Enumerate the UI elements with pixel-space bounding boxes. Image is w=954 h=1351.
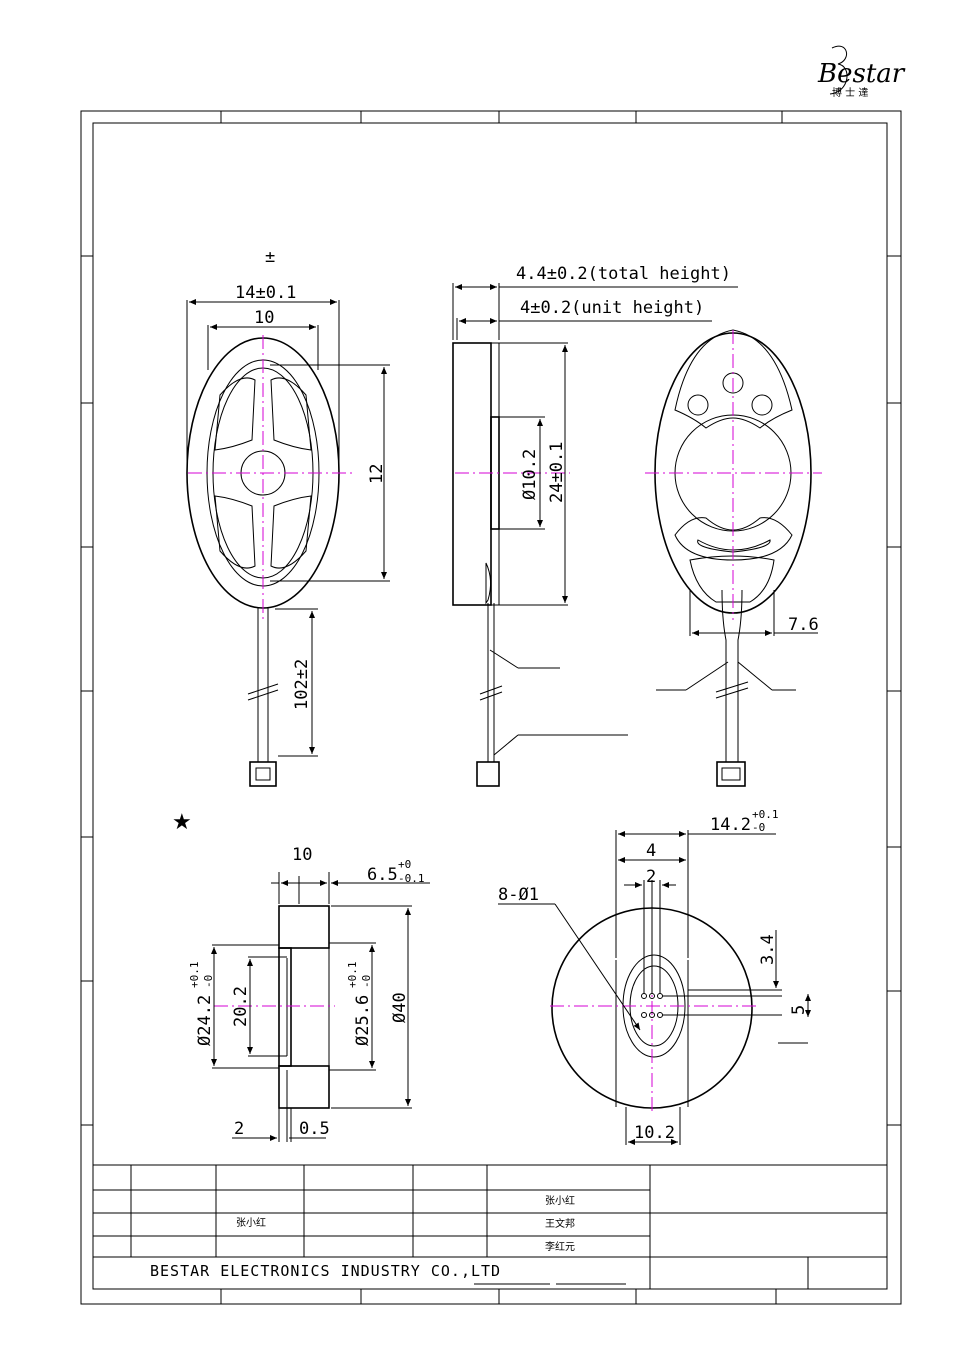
magnet-dia-dim: Ø10.2 (520, 449, 540, 500)
title-name-3: 李红元 (545, 1240, 575, 1253)
unit-height-dim: 4±0.2(unit height) (520, 298, 704, 318)
top-view: ± 14±0.1 10 12 102±2 (186, 247, 390, 787)
right-dia-tol-minus: -0 (360, 975, 373, 988)
outer-dia-dim: Ø40 (390, 992, 410, 1023)
depth-base: 6.5 (367, 865, 398, 885)
pcb-width-tol-plus: +0.1 (752, 808, 779, 821)
lead-length-dim: 102±2 (292, 659, 312, 710)
left-dia-tol-minus: -0 (202, 975, 215, 988)
bottom-width-dim: 10.2 (634, 1123, 675, 1143)
bestar-logo: Bestar 博 士 達 (817, 45, 906, 99)
left-dia-tol-plus: +0.1 (188, 962, 201, 989)
left-dia-base: Ø24.2 (195, 995, 215, 1046)
height-inner-dim: 12 (367, 464, 387, 484)
company-name: BESTAR ELECTRONICS INDUSTRY CO.,LTD (150, 1262, 501, 1280)
plus-minus-note: ± (265, 247, 275, 267)
mount-section-view: 10 6.5 +0 -0.1 Ø40 Ø24.2 +0.1 -0 20.2 Ø2… (188, 845, 430, 1142)
right-dia-tol-plus: +0.1 (346, 962, 359, 989)
pad-span-dim: 4 (646, 841, 656, 861)
pcb-width-base: 14.2 (710, 815, 751, 835)
logo-brand: Bestar (817, 59, 906, 89)
back-view: 7.6 (645, 329, 822, 787)
wall-dim: 0.5 (299, 1119, 330, 1139)
vert-pitch-dim: 5 (789, 1005, 809, 1015)
title-block: 张小红 王文邦 李红元 张小红 BESTAR ELECTRONICS INDUS… (92, 1164, 888, 1290)
width-inner-dim: 10 (254, 308, 274, 328)
vert-offset-dim: 3.4 (758, 934, 778, 965)
total-height-dim: 4.4±0.2(total height) (516, 264, 731, 284)
pad-pitch-dim: 2 (646, 867, 656, 887)
pcb-width-tol-minus: -0 (752, 821, 765, 834)
width-total-dim: 14±0.1 (235, 283, 296, 303)
terminal-width-dim: 7.6 (788, 615, 819, 635)
title-name-1: 张小红 (545, 1194, 575, 1207)
pcb-view: 14.2 +0.1 -0 4 2 8-Ø1 3.4 5 10.2 (498, 808, 811, 1145)
side-view: 4.4±0.2(total height) 4±0.2(unit height)… (452, 264, 738, 787)
depth-tol-minus: -0.1 (398, 872, 425, 885)
bore-dim: 20.2 (231, 986, 251, 1027)
mount-width-dim: 10 (292, 845, 312, 865)
title-name-2: 王文邦 (545, 1217, 575, 1230)
depth-tol-plus: +0 (398, 858, 411, 871)
right-dia-base: Ø25.6 (353, 995, 373, 1046)
star-mark: ★ (172, 810, 192, 835)
title-name-4: 张小红 (236, 1216, 266, 1229)
holes-dim: 8-Ø1 (498, 885, 539, 905)
body-length-dim: 24±0.1 (547, 442, 567, 503)
step-dim: 2 (234, 1119, 244, 1139)
logo-sub: 博 士 達 (832, 86, 868, 99)
drawing-frame (80, 110, 902, 1305)
